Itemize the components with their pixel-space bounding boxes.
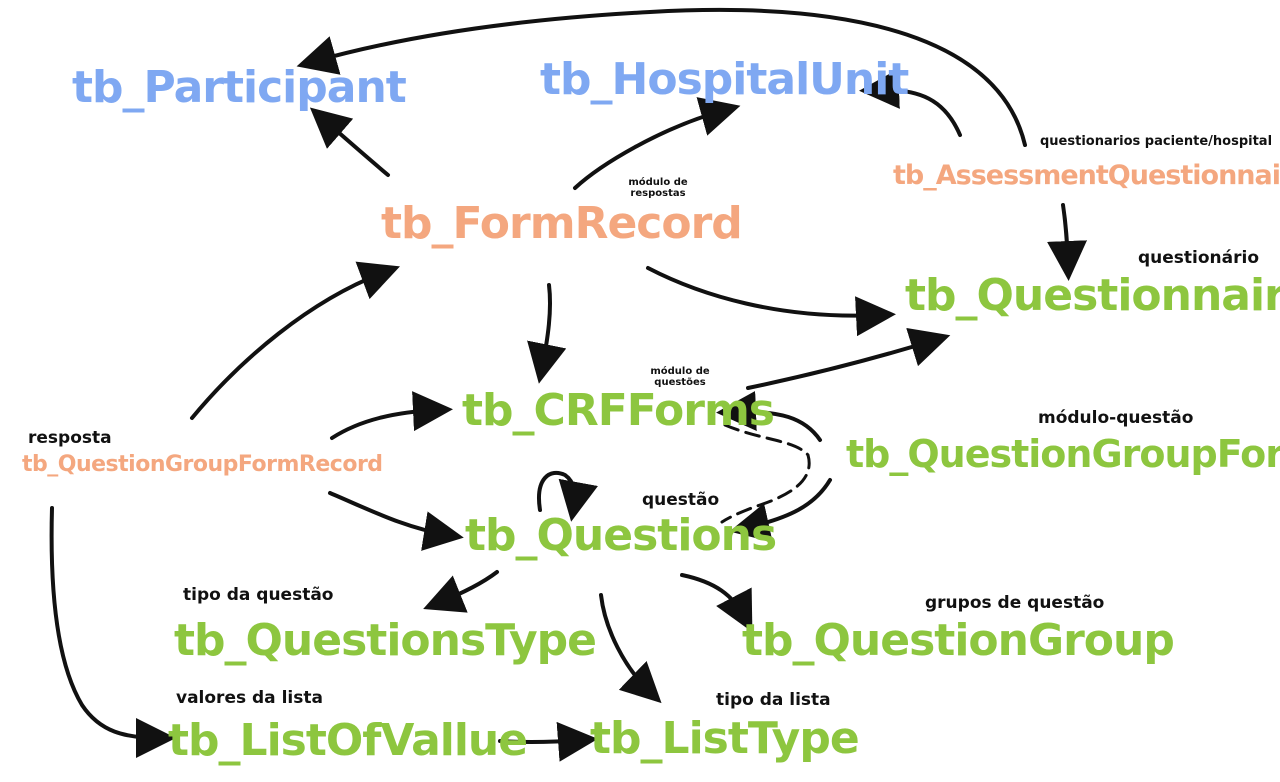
node-questions-type: tb_QuestionsType <box>174 615 597 666</box>
label-valores-da-lista: valores da lista <box>176 688 323 708</box>
node-assessment-questionnaire: tb_AssessmentQuestionnaire <box>893 160 1280 191</box>
arrow-qgf-to-questions <box>729 478 832 543</box>
arrow-questions-to-questionstype <box>423 570 499 613</box>
arrow-formrecord-to-participant <box>309 107 390 177</box>
arrow-assessment-to-questionnaire <box>1047 203 1088 281</box>
label-tipo-da-lista: tipo da lista <box>716 690 831 710</box>
arrow-assessment-to-hospitalunit <box>859 68 962 137</box>
dashed-questions-crfforms <box>720 423 811 524</box>
arrow-qgfr-to-questions <box>328 491 464 551</box>
node-question-group-form: tb_QuestionGroupForm <box>846 432 1280 476</box>
arrow-qgfr-to-crfforms <box>330 391 453 440</box>
node-list-type: tb_ListType <box>590 713 860 764</box>
arrow-questions-to-questiongroup <box>680 573 753 633</box>
label-resposta: resposta <box>28 428 112 448</box>
arrow-formrecord-to-hospitalunit <box>573 97 741 190</box>
arrow-questions-to-listtype <box>599 593 662 704</box>
node-questionnaire: tb_Questionnaire <box>905 270 1280 321</box>
label-modulo-questoes-line2: questões <box>654 377 706 388</box>
node-hospital-unit: tb_HospitalUnit <box>540 54 909 105</box>
node-form-record: tb_FormRecord <box>381 198 743 249</box>
arrow-formrecord-to-crfforms <box>527 283 567 384</box>
arrow-qgf-to-crfforms <box>716 391 822 442</box>
label-questionario: questionário <box>1138 248 1260 268</box>
node-participant: tb_Participant <box>72 62 407 113</box>
node-questions: tb_Questions <box>465 510 777 561</box>
label-modulo-questoes: módulo de questões <box>650 366 710 388</box>
label-modulo-questoes-line1: módulo de <box>650 366 710 377</box>
label-tipo-da-questao: tipo da questão <box>183 585 334 605</box>
label-grupos-de-questao: grupos de questão <box>925 593 1105 613</box>
node-list-of-value: tb_ListOfVallue <box>168 715 528 766</box>
label-questao: questão <box>642 490 720 510</box>
label-questionarios-paciente: questionarios paciente/hospital <box>1040 134 1273 149</box>
arrow-formrecord-to-questionnaire <box>646 266 896 337</box>
label-modulo-respostas-line1: módulo de <box>628 177 688 188</box>
arrow-qgfr-to-formrecord <box>190 261 400 420</box>
arrow-listofvallue-to-listtype <box>498 721 598 762</box>
label-modulo-respostas-line2: respostas <box>630 188 686 199</box>
arrow-qgfr-to-listofvallue <box>49 506 176 758</box>
arrow-questions-self-loop <box>537 470 598 522</box>
node-question-group: tb_QuestionGroup <box>742 615 1175 666</box>
label-modulo-respostas: módulo de respostas <box>628 177 688 199</box>
arrow-crfforms-to-questionnaire <box>746 327 951 390</box>
label-modulo-questao: módulo-questão <box>1038 408 1194 428</box>
node-question-group-form-record: tb_QuestionGroupFormRecord <box>22 452 383 477</box>
node-crf-forms: tb_CRFForms <box>462 385 775 436</box>
arrow-assessment-to-participant <box>296 8 1027 147</box>
